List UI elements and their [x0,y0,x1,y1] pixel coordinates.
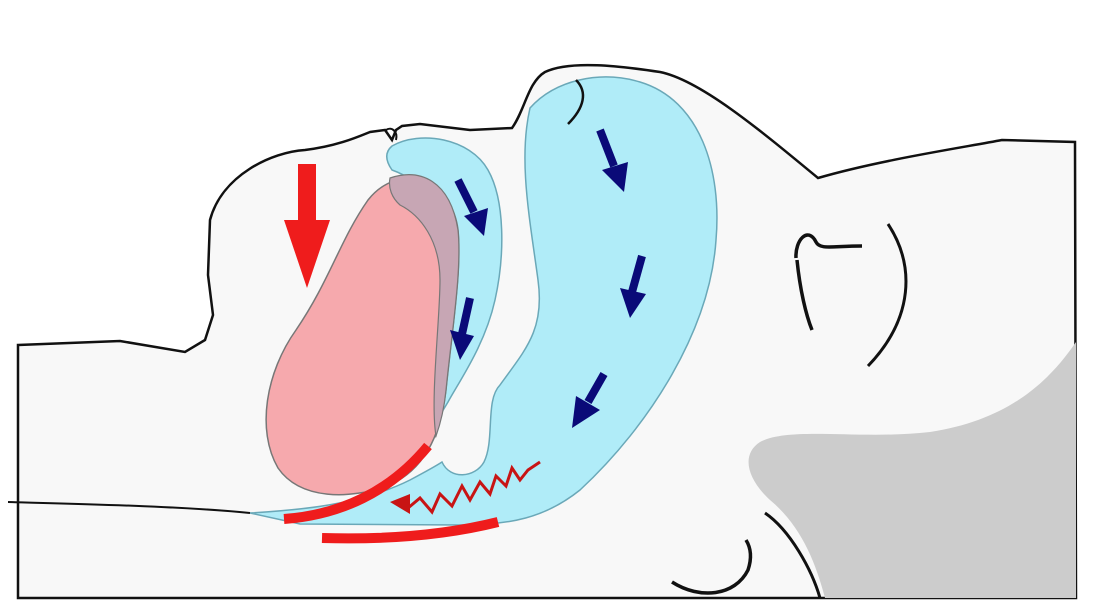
ear-lobe-line [795,259,814,331]
chin-line [671,539,753,595]
airflow-arrow-1 [454,178,488,236]
soft-palate-obstruction [283,442,432,524]
airflow-arrow-3 [596,128,628,192]
gravity-arrow [284,164,330,288]
nose-line [567,79,585,125]
tongue-overlap [388,174,460,439]
ear-outer [866,223,908,368]
neck-line [764,511,822,599]
pillow [748,342,1076,598]
airflow-arrow-5 [572,372,608,428]
airflow-arrows [450,128,646,428]
throat-airway [249,76,718,526]
airflow-arrow-2 [450,297,474,360]
tongue-base-obstruction [321,517,500,544]
shoulder-line [7,501,251,514]
vibration-arrow [390,460,541,515]
airflow-arrow-4 [620,254,646,318]
ear-helix [794,233,863,259]
nostril-detail [385,127,398,141]
